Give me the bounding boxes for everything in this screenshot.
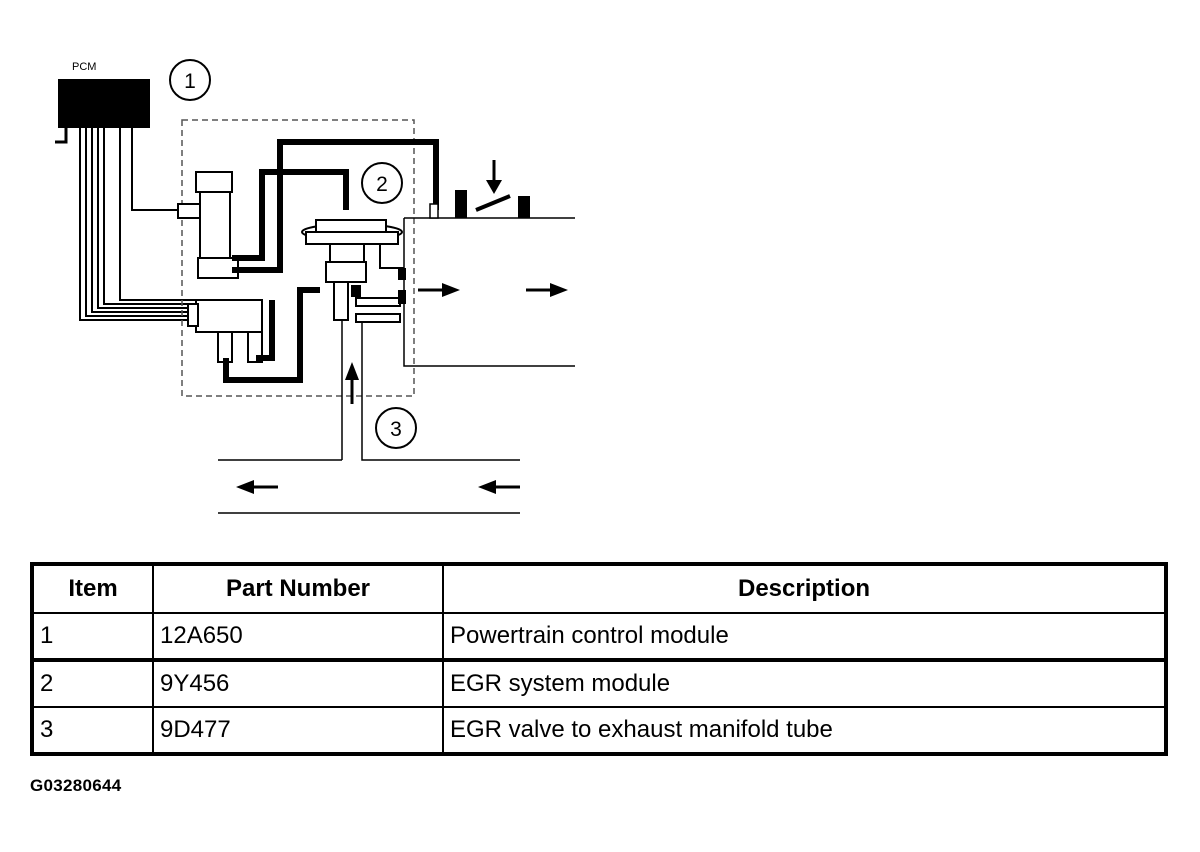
egr-valve-port-marker xyxy=(398,290,406,304)
flow-arrows xyxy=(236,283,568,494)
svg-text:2: 2 xyxy=(376,173,388,196)
arrow-exhaust-left-1-icon xyxy=(236,480,278,494)
arrow-exhaust-left-2-icon xyxy=(478,480,520,494)
cell-part-number: 9D477 xyxy=(152,706,444,755)
egr-valve-port-marker-top xyxy=(398,268,406,280)
egr-pressure-sensor xyxy=(187,299,263,363)
pcm-wire-harness xyxy=(79,128,198,321)
header-part-number: Part Number xyxy=(152,563,444,614)
svg-text:1: 1 xyxy=(184,70,196,93)
callout-2: 2 xyxy=(361,162,403,204)
pcm-label: PCM xyxy=(72,61,96,73)
egr-module-boundary xyxy=(181,119,415,397)
throttle-body xyxy=(429,160,530,219)
exhaust-tube xyxy=(218,320,520,514)
cell-item: 1 xyxy=(31,612,154,661)
egr-valve xyxy=(301,219,404,323)
pcm-box xyxy=(58,79,150,128)
callout-1: 1 xyxy=(169,59,211,101)
figure-code: G03280644 xyxy=(30,776,122,795)
cell-description: EGR valve to exhaust manifold tube xyxy=(442,706,1167,755)
egr-system-diagram: PCM xyxy=(55,59,575,514)
table-header-row: Item Part Number Description xyxy=(31,563,1167,614)
table-row: 2 9Y456 EGR system module xyxy=(31,658,1167,708)
header-item: Item xyxy=(31,563,154,614)
egr-vacuum-regulator-solenoid xyxy=(177,171,239,279)
intake-manifold xyxy=(403,217,575,367)
cell-item: 3 xyxy=(31,706,154,755)
header-description: Description xyxy=(442,563,1167,614)
table-row: 1 12A650 Powertrain control module xyxy=(31,612,1167,661)
cell-description: EGR system module xyxy=(442,658,1167,708)
svg-text:3: 3 xyxy=(390,418,402,441)
cell-item: 2 xyxy=(31,658,154,708)
arrow-intake-right-2-icon xyxy=(526,283,568,297)
vacuum-hoses xyxy=(223,139,439,383)
callout-3: 3 xyxy=(375,407,417,449)
cell-description: Powertrain control module xyxy=(442,612,1167,661)
parts-table: Item Part Number Description 1 12A650 Po… xyxy=(30,562,1168,756)
arrow-exhaust-up-icon xyxy=(345,362,359,404)
cell-part-number: 12A650 xyxy=(152,612,444,661)
table-row: 3 9D477 EGR valve to exhaust manifold tu… xyxy=(31,706,1167,755)
cell-part-number: 9Y456 xyxy=(152,658,444,708)
pcm-connector-pin xyxy=(55,128,68,144)
arrow-intake-right-1-icon xyxy=(418,283,460,297)
